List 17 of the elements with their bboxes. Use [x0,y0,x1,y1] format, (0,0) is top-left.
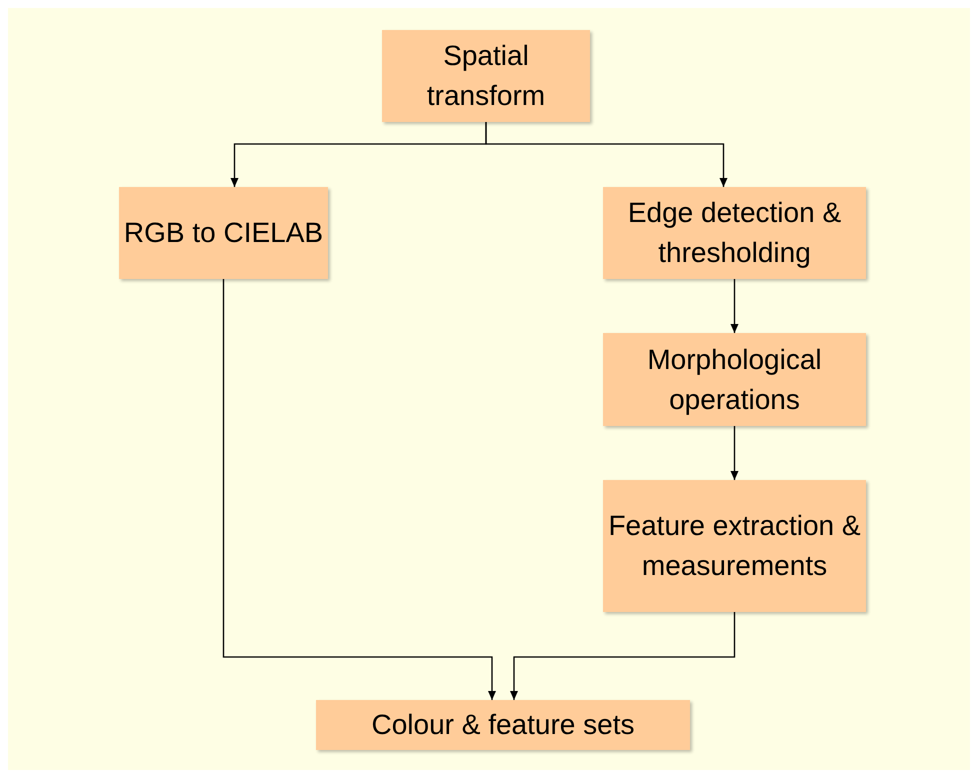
box-label: Morphological operations [646,342,823,417]
box-label: RGB to CIELAB [124,216,324,250]
arrow [730,279,738,333]
box-label: Edge detection & thresholding [626,196,842,270]
arrow [485,122,728,187]
process-box [119,187,328,279]
process-box [603,333,866,426]
arrow [222,279,496,700]
box-label: Colour & feature sets [371,708,635,742]
box-label: Feature extraction & measurements [607,509,862,583]
arrow [730,426,738,480]
process-box [603,187,866,279]
process-box [603,480,866,612]
arrow [510,612,736,700]
process-box [382,30,590,122]
process-box [316,700,690,750]
box-label: Spatial transform [426,39,546,113]
